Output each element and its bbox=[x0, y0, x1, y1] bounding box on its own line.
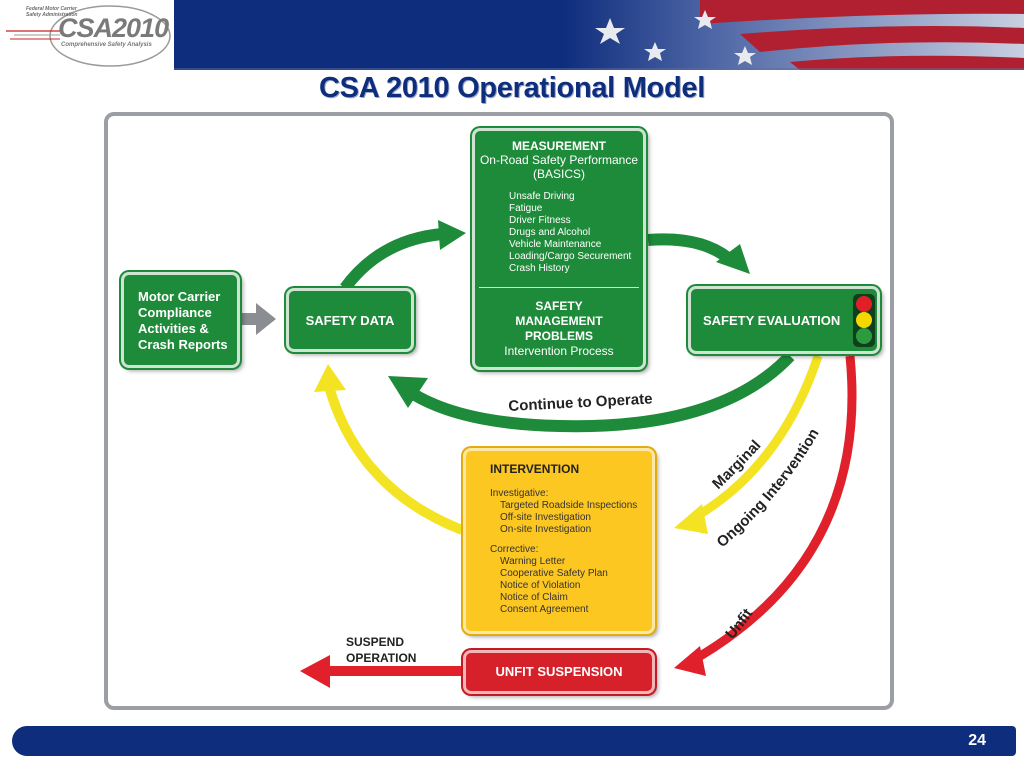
lamp-green bbox=[856, 328, 872, 344]
basic-item: Fatigue bbox=[509, 203, 543, 214]
lamp-yellow bbox=[856, 312, 872, 328]
logo-wordmark-main: CSA bbox=[58, 13, 113, 43]
safety-management-problems: SAFETY MANAGEMENT PROBLEMS Intervention … bbox=[475, 299, 643, 358]
traffic-light-icon bbox=[853, 294, 875, 347]
node-motor-carrier: Motor Carrier Compliance Activities & Cr… bbox=[121, 272, 240, 368]
suspend-line: SUSPEND bbox=[346, 635, 405, 649]
logo-agency-line2: Safety Administration bbox=[26, 12, 78, 18]
arrow-intervention-to-safety-data bbox=[314, 364, 464, 535]
page-title: CSA 2010 Operational Model bbox=[319, 72, 705, 104]
intervention-body: Investigative: Targeted Roadside Inspect… bbox=[490, 488, 637, 616]
measurement-heading: MEASUREMENT bbox=[511, 139, 606, 153]
node-unfit-suspension: UNFIT SUSPENSION bbox=[463, 650, 655, 694]
corrective-item: Warning Letter bbox=[500, 556, 566, 567]
smp-line: SAFETY bbox=[535, 299, 583, 313]
basic-item: Driver Fitness bbox=[509, 215, 571, 226]
basic-item: Unsafe Driving bbox=[509, 191, 575, 202]
arrow-unfit bbox=[674, 355, 857, 676]
arrow-continue-to-operate bbox=[388, 351, 795, 433]
smp-line: PROBLEMS bbox=[524, 329, 593, 343]
logo-swoosh-icon bbox=[6, 5, 171, 67]
label-suspend-operation: SUSPEND OPERATION bbox=[346, 634, 416, 666]
suspend-line: OPERATION bbox=[346, 651, 417, 665]
lamp-red bbox=[856, 296, 872, 312]
corrective-item: Notice of Violation bbox=[500, 580, 581, 591]
node-motor-carrier-line: Motor Carrier bbox=[138, 289, 221, 304]
smp-subtitle: Intervention Process bbox=[504, 344, 614, 358]
arrow-measurement-to-evaluation bbox=[647, 233, 750, 274]
investigative-item: Off-site Investigation bbox=[500, 512, 591, 523]
header-banner: Federal Motor Carrier Safety Administrat… bbox=[0, 0, 1024, 70]
csa-logo: Federal Motor Carrier Safety Administrat… bbox=[0, 0, 174, 70]
smp-line: MANAGEMENT bbox=[515, 314, 603, 328]
spacer bbox=[490, 536, 637, 544]
logo-wordmark: CSA2010 bbox=[58, 13, 169, 44]
investigative-label: Investigative: bbox=[490, 488, 549, 499]
logo-subtitle: Comprehensive Safety Analysis bbox=[61, 42, 152, 48]
safety-evaluation-label: SAFETY EVALUATION bbox=[703, 313, 841, 328]
node-safety-evaluation: SAFETY EVALUATION bbox=[688, 286, 880, 354]
footer-bar: 24 bbox=[12, 726, 1016, 756]
node-motor-carrier-line: Activities & bbox=[138, 321, 209, 336]
arrow-motor-to-safety-data bbox=[240, 303, 276, 335]
intervention-heading: INTERVENTION bbox=[490, 462, 580, 476]
logo-agency-line1: Federal Motor Carrier bbox=[26, 6, 77, 12]
arrow-suspend-operation bbox=[300, 655, 464, 688]
node-motor-carrier-line: Compliance bbox=[138, 305, 212, 320]
node-measurement: MEASUREMENT On-Road Safety Performance (… bbox=[472, 128, 646, 370]
corrective-label: Corrective: bbox=[490, 544, 539, 555]
corrective-item: Consent Agreement bbox=[500, 604, 589, 615]
arrow-safety-data-to-measurement bbox=[340, 220, 466, 292]
arrow-marginal bbox=[674, 354, 823, 534]
basic-item: Loading/Cargo Securement bbox=[509, 251, 632, 262]
measurement-subtitle-basics: (BASICS) bbox=[532, 167, 585, 181]
measurement-divider bbox=[479, 287, 639, 288]
corrective-item: Cooperative Safety Plan bbox=[500, 568, 608, 579]
basic-item: Drugs and Alcohol bbox=[509, 227, 591, 238]
node-safety-data: SAFETY DATA bbox=[286, 288, 414, 352]
basic-item: Vehicle Maintenance bbox=[509, 239, 602, 250]
node-motor-carrier-line: Crash Reports bbox=[138, 337, 228, 352]
basic-item: Crash History bbox=[509, 263, 570, 274]
basics-list: Unsafe Driving Fatigue Driver Fitness Dr… bbox=[509, 191, 643, 275]
measurement-subtitle: On-Road Safety Performance bbox=[479, 153, 639, 167]
investigative-item: On-site Investigation bbox=[500, 524, 592, 535]
node-intervention: INTERVENTION Investigative: Targeted Roa… bbox=[463, 448, 655, 634]
page-number: 24 bbox=[968, 732, 986, 749]
investigative-item: Targeted Roadside Inspections bbox=[500, 500, 638, 511]
logo-wordmark-year: 2010 bbox=[112, 13, 169, 43]
corrective-item: Notice of Claim bbox=[500, 592, 568, 603]
